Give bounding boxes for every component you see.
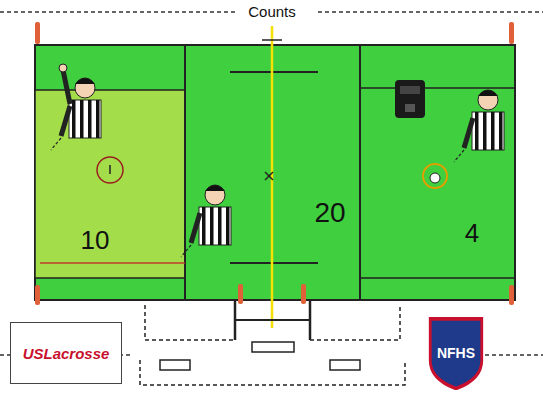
nfhs-logo: NFHS: [428, 316, 484, 390]
count-number: 20: [314, 197, 345, 229]
referee-figure: [51, 64, 101, 150]
center-x: [265, 172, 273, 180]
referee-figure: [454, 90, 504, 162]
referees: [51, 64, 504, 257]
goal-mark: [109, 165, 111, 174]
dashed-line: [318, 11, 543, 13]
crease-circle: [423, 164, 447, 188]
field: [35, 45, 515, 300]
count-number: 4: [465, 218, 479, 249]
red-line: [40, 262, 185, 264]
referee-figure: [181, 185, 231, 257]
corner-posts: [35, 22, 514, 305]
wing-line: [230, 71, 318, 73]
logo-text: USLacrosse: [23, 345, 110, 362]
crease-circle: [97, 157, 123, 183]
diagram-title: Counts: [245, 3, 299, 20]
dashed-line: [0, 11, 238, 13]
dashed-line: [485, 354, 543, 356]
logo-text: NFHS: [437, 345, 475, 361]
tick-mark: [262, 39, 282, 41]
field-line: [360, 277, 515, 279]
center-line: [271, 26, 274, 328]
restraining-line: [184, 45, 186, 300]
restraining-line: [359, 45, 361, 300]
bench-area: [140, 300, 405, 385]
timer-icon: [395, 80, 425, 118]
uslacrosse-logo: USLacrosse: [10, 322, 122, 384]
field-line: [360, 87, 515, 89]
wing-line: [230, 262, 318, 264]
ball: [430, 173, 440, 183]
highlighted-zone: [35, 90, 185, 278]
count-number: 10: [81, 225, 110, 256]
